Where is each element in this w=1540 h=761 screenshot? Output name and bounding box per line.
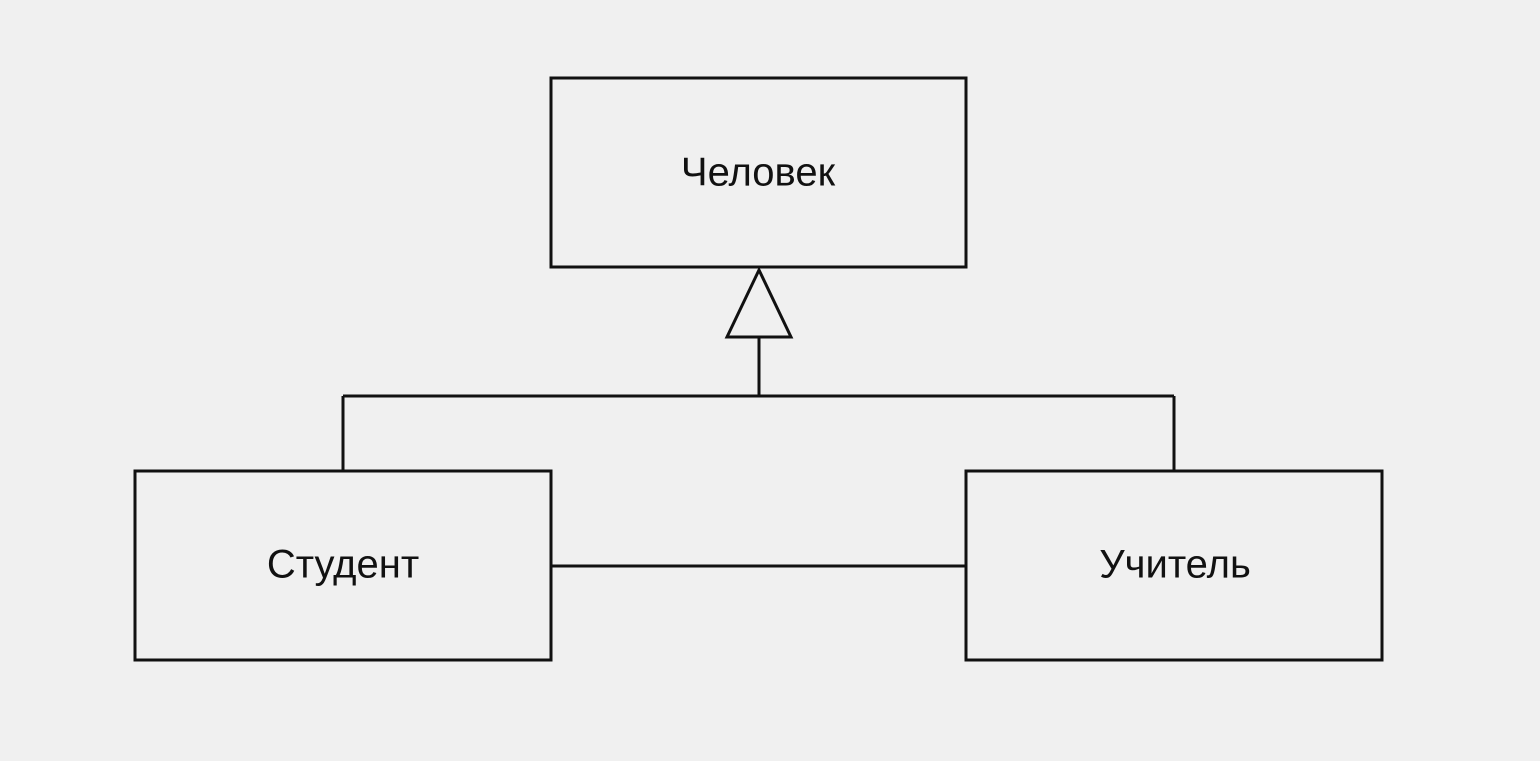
class-box-person[interactable]: Человек: [549, 76, 968, 269]
class-box-person-frame: [549, 76, 968, 269]
class-box-student[interactable]: Студент: [133, 469, 553, 662]
class-box-teacher-frame: [964, 469, 1384, 662]
class-label-person: Человек: [681, 151, 836, 195]
class-box-teacher[interactable]: Учитель: [964, 469, 1384, 662]
class-label-teacher: Учитель: [1099, 543, 1251, 587]
class-label-student: Студент: [267, 543, 419, 587]
generalization-connector: [341, 266, 1176, 471]
generalization-triangle-icon: [724, 266, 794, 339]
class-box-student-frame: [133, 469, 553, 662]
